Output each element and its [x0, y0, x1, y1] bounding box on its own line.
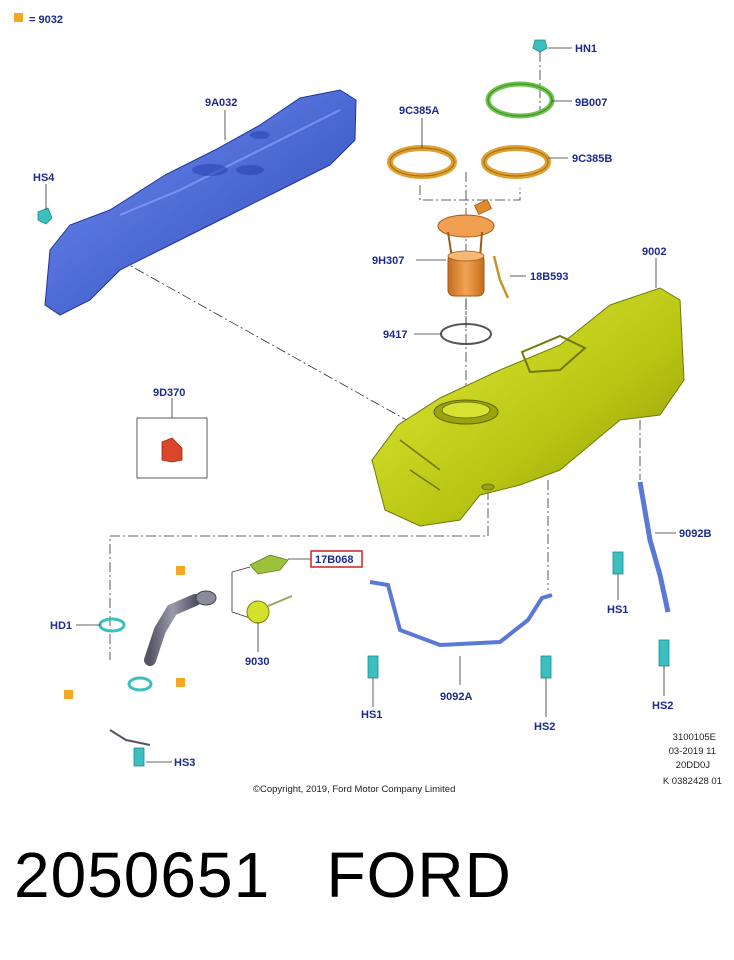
hose-clamp-HD1[interactable]: [98, 617, 126, 633]
fuel-cap-9030[interactable]: [246, 595, 293, 624]
label-17B068: 17B068: [315, 554, 354, 566]
bolt-HS3[interactable]: [133, 747, 145, 767]
label-HS4: HS4: [33, 172, 55, 184]
label-18B593: 18B593: [530, 271, 569, 283]
label-9C385B: 9C385B: [572, 153, 612, 165]
label-HN1: HN1: [575, 43, 597, 55]
label-HS2-middle: HS2: [534, 721, 555, 733]
vent-17B068[interactable]: [249, 554, 289, 575]
sender-18B593[interactable]: [492, 255, 510, 299]
gasket-9C385B[interactable]: [481, 145, 551, 179]
gasket-9C385A[interactable]: [387, 145, 457, 179]
label-9092A: 9092A: [440, 691, 472, 703]
label-9417: 9417: [383, 329, 407, 341]
heat-shield-9A032[interactable]: [44, 89, 357, 316]
label-9030: 9030: [245, 656, 269, 668]
label-9D370: 9D370: [153, 387, 185, 399]
filler-hose[interactable]: [103, 661, 151, 746]
fuel-tank-9002[interactable]: [371, 287, 685, 527]
label-17B068-box: 17B068: [310, 550, 363, 568]
label-9A032: 9A032: [205, 97, 237, 109]
label-9002: 9002: [642, 246, 666, 258]
part-9D370[interactable]: [136, 417, 208, 479]
code-line-4: K 0382428 01: [663, 776, 722, 787]
drawing-code: 3100105E 03-2019 11 20DD0J K 0382428 01: [663, 732, 722, 787]
label-9092B: 9092B: [679, 528, 711, 540]
strap-9092A[interactable]: [369, 580, 553, 648]
marker-9032: [64, 566, 185, 699]
label-HS2-right: HS2: [652, 700, 673, 712]
label-HD1: HD1: [50, 620, 72, 632]
lock-ring-9B007[interactable]: [485, 81, 555, 119]
code-line-2: 03-2019 11: [669, 746, 716, 757]
legend-square: [14, 13, 23, 22]
bolt-HS1-middle[interactable]: [367, 655, 379, 679]
hose-clamp-lower[interactable]: [127, 676, 153, 692]
label-HS1-right: HS1: [607, 604, 628, 616]
label-9B007: 9B007: [575, 97, 607, 109]
label-9H307: 9H307: [372, 255, 404, 267]
label-HS1-middle: HS1: [361, 709, 382, 721]
bolt-HS1-right[interactable]: [612, 551, 624, 575]
copyright: ©Copyright, 2019, Ford Motor Company Lim…: [253, 784, 455, 795]
label-HS3: HS3: [174, 757, 195, 769]
legend-text: = 9032: [29, 14, 63, 26]
filler-pipe[interactable]: [144, 590, 217, 666]
bolt-HS4[interactable]: [37, 207, 53, 225]
leader-lines: [45, 47, 676, 763]
fuel-pump-9H307[interactable]: [437, 198, 495, 297]
label-9C385A: 9C385A: [399, 105, 439, 117]
part-number-caption: 2050651 FORD: [14, 839, 512, 911]
nut-HN1[interactable]: [532, 39, 548, 53]
code-line-1: 3100105E: [673, 732, 716, 743]
legend: = 9032: [14, 13, 63, 26]
strap-9092B[interactable]: [637, 481, 671, 613]
bolt-HS2-middle[interactable]: [540, 655, 552, 679]
bolt-HS2-right[interactable]: [658, 639, 670, 667]
code-line-3: 20DD0J: [676, 760, 711, 771]
assembly-lines: [87, 52, 641, 660]
